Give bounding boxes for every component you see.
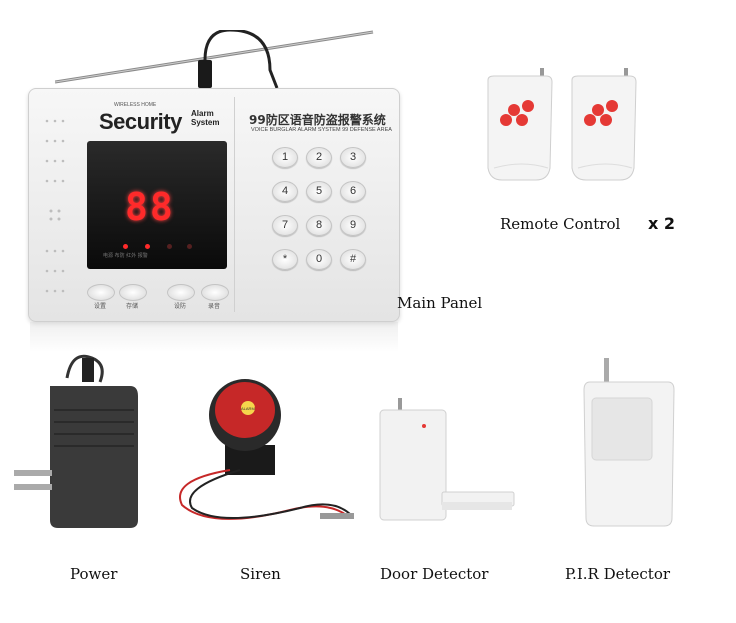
antenna-icon xyxy=(55,30,374,90)
status-led xyxy=(145,244,150,249)
panel-title-cn: 99防区语音防盗报警系统 xyxy=(249,113,386,127)
function-label-settings: 设置 xyxy=(93,303,106,310)
brand-logo: WIRELESS HOME Security Alarm System xyxy=(99,101,224,139)
led-display: 88 电源 布防 红外 报警 xyxy=(87,141,227,269)
caption-remote-control: Remote Control xyxy=(500,215,621,233)
keypad-key-4[interactable]: 4 xyxy=(272,181,298,202)
brand-sub-text: Alarm System xyxy=(191,109,220,127)
status-led xyxy=(187,244,192,249)
caption-quantity: x 2 xyxy=(648,214,676,233)
keypad-key-hash[interactable]: # xyxy=(340,249,366,270)
keypad-key-6[interactable]: 6 xyxy=(340,181,366,202)
status-led xyxy=(123,244,128,249)
speaker-grille-icon xyxy=(45,119,65,293)
brand-small-text: WIRELESS HOME xyxy=(114,102,157,108)
function-label-store: 存储 xyxy=(125,303,138,310)
alarm-main-panel: WIRELESS HOME Security Alarm System 99防区… xyxy=(28,88,400,322)
function-key-record[interactable] xyxy=(201,284,229,301)
caption-main-panel: Main Panel xyxy=(397,294,483,312)
remote-control-icon xyxy=(487,68,553,181)
panel-subtitle-en: VOICE BURGLAR ALARM SYSTEM 99 DEFENSE AR… xyxy=(251,127,392,133)
led-labels: 电源 布防 红外 报警 xyxy=(103,253,148,259)
panel-reflection xyxy=(30,322,398,352)
keypad-key-5[interactable]: 5 xyxy=(306,181,332,202)
keypad-key-2[interactable]: 2 xyxy=(306,147,332,168)
siren-icon: ALARM xyxy=(179,379,354,520)
keypad-key-7[interactable]: 7 xyxy=(272,215,298,236)
function-key-store[interactable] xyxy=(119,284,147,301)
function-label-arm: 设防 xyxy=(173,303,186,310)
door-detector-icon xyxy=(379,398,515,521)
function-key-settings[interactable] xyxy=(87,284,115,301)
caption-door-detector: Door Detector xyxy=(380,565,489,583)
keypad-key-star[interactable]: * xyxy=(272,249,298,270)
pir-detector-icon xyxy=(583,358,675,527)
keypad-key-8[interactable]: 8 xyxy=(306,215,332,236)
status-led xyxy=(167,244,172,249)
keypad-key-3[interactable]: 3 xyxy=(340,147,366,168)
brand-main-text: Security xyxy=(99,109,182,134)
function-label-record: 录音 xyxy=(207,303,220,310)
caption-siren: Siren xyxy=(240,565,281,583)
keypad-key-0[interactable]: 0 xyxy=(306,249,332,270)
caption-power: Power xyxy=(70,565,118,583)
function-key-arm[interactable] xyxy=(167,284,195,301)
keypad-key-1[interactable]: 1 xyxy=(272,147,298,168)
panel-divider xyxy=(234,97,235,312)
power-adapter-icon xyxy=(14,354,138,528)
keypad-key-9[interactable]: 9 xyxy=(340,215,366,236)
remote-control-icon xyxy=(571,68,637,181)
siren-label: ALARM xyxy=(241,406,255,411)
caption-pir-detector: P.I.R Detector xyxy=(565,565,671,583)
display-digits: 88 xyxy=(125,185,175,229)
